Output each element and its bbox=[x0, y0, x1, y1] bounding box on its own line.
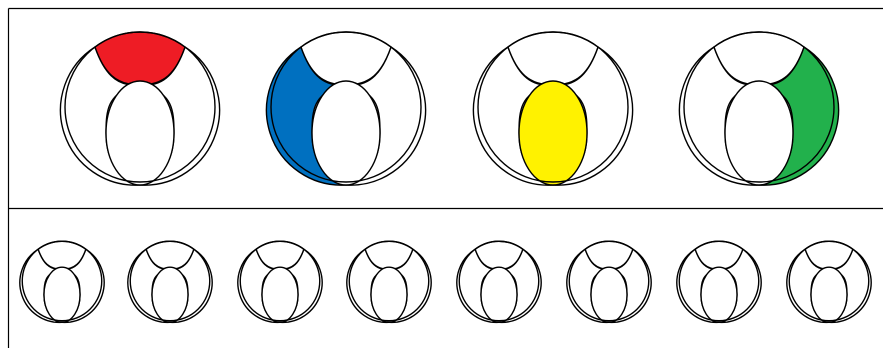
pattern-row bbox=[60, 32, 838, 185]
answer-ball-4[interactable] bbox=[347, 241, 431, 322]
answer-ball-1[interactable] bbox=[20, 241, 104, 322]
ball-center-segment bbox=[519, 81, 587, 185]
ball-center-segment bbox=[44, 267, 80, 322]
ball-center-segment bbox=[106, 81, 174, 185]
pattern-ball-1 bbox=[60, 32, 219, 185]
ball-center-segment bbox=[701, 267, 737, 322]
ball-center-segment bbox=[262, 267, 298, 322]
ball-center-segment bbox=[481, 267, 517, 322]
pattern-ball-4 bbox=[679, 32, 838, 185]
ball-center-segment bbox=[725, 81, 793, 185]
ball-center-segment bbox=[371, 267, 407, 322]
answer-ball-8[interactable] bbox=[787, 241, 871, 322]
answer-ball-2[interactable] bbox=[128, 241, 212, 322]
answer-ball-3[interactable] bbox=[238, 241, 322, 322]
ball-center-segment bbox=[811, 267, 847, 322]
answer-ball-5[interactable] bbox=[457, 241, 541, 322]
answer-ball-7[interactable] bbox=[677, 241, 761, 322]
ball-center-segment bbox=[152, 267, 188, 322]
answer-row bbox=[20, 241, 871, 322]
ball-center-segment bbox=[312, 81, 380, 185]
answer-ball-6[interactable] bbox=[567, 241, 651, 322]
pattern-ball-2 bbox=[266, 32, 425, 185]
ball-center-segment bbox=[591, 267, 627, 322]
pattern-ball-3 bbox=[473, 32, 632, 185]
